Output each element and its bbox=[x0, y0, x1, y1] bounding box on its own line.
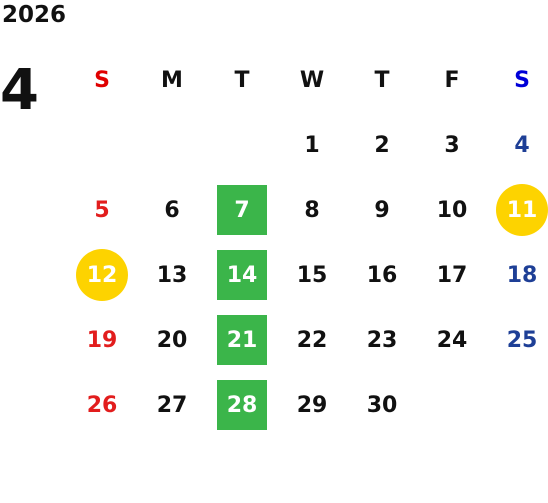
day-number: 15 bbox=[296, 263, 328, 288]
day-cell[interactable]: 24 bbox=[417, 308, 487, 373]
weekday-header-label: S bbox=[94, 68, 110, 93]
day-number: 17 bbox=[436, 263, 468, 288]
day-number: 23 bbox=[366, 328, 398, 353]
day-cell[interactable]: 21 bbox=[207, 308, 277, 373]
day-cell[interactable]: 8 bbox=[277, 178, 347, 243]
day-number: 18 bbox=[506, 263, 538, 288]
day-number: 9 bbox=[374, 198, 390, 223]
day-cell[interactable]: 26 bbox=[67, 373, 137, 438]
weekday-header: M bbox=[137, 48, 207, 113]
day-number: 10 bbox=[436, 198, 468, 223]
weekday-header-label: W bbox=[299, 68, 325, 93]
green-day-marker bbox=[217, 315, 267, 365]
green-day-marker bbox=[217, 185, 267, 235]
day-number: 14 bbox=[226, 263, 258, 288]
day-number: 2 bbox=[374, 133, 390, 158]
day-cell[interactable]: 4 bbox=[487, 113, 548, 178]
day-cell[interactable]: 15 bbox=[277, 243, 347, 308]
day-cell[interactable]: 20 bbox=[137, 308, 207, 373]
day-cell[interactable]: 2 bbox=[347, 113, 417, 178]
yellow-day-marker bbox=[76, 249, 128, 301]
day-number: 30 bbox=[366, 393, 398, 418]
day-number: 16 bbox=[366, 263, 398, 288]
day-cell[interactable]: 16 bbox=[347, 243, 417, 308]
day-number: 11 bbox=[506, 198, 538, 223]
day-number: 6 bbox=[164, 198, 180, 223]
yellow-day-marker bbox=[496, 184, 548, 236]
day-cell[interactable]: 5 bbox=[67, 178, 137, 243]
weekday-header: F bbox=[417, 48, 487, 113]
day-number: 20 bbox=[156, 328, 188, 353]
day-cell[interactable]: 28 bbox=[207, 373, 277, 438]
day-cell[interactable]: 25 bbox=[487, 308, 548, 373]
day-cell[interactable]: 6 bbox=[137, 178, 207, 243]
day-cell[interactable]: 18 bbox=[487, 243, 548, 308]
green-day-marker bbox=[217, 250, 267, 300]
day-number: 29 bbox=[296, 393, 328, 418]
day-cell[interactable]: 3 bbox=[417, 113, 487, 178]
day-number: 8 bbox=[304, 198, 320, 223]
day-number: 7 bbox=[234, 198, 250, 223]
day-number: 1 bbox=[304, 133, 320, 158]
weekday-header: T bbox=[207, 48, 277, 113]
day-number: 3 bbox=[444, 133, 460, 158]
weekday-header: T bbox=[347, 48, 417, 113]
month-label: 4 bbox=[0, 58, 39, 123]
day-cell[interactable]: 11 bbox=[487, 178, 548, 243]
day-cell[interactable]: 30 bbox=[347, 373, 417, 438]
day-cell[interactable]: 9 bbox=[347, 178, 417, 243]
weekday-header: W bbox=[277, 48, 347, 113]
weekday-header: S bbox=[67, 48, 137, 113]
weekday-header-label: F bbox=[444, 68, 460, 93]
day-number: 21 bbox=[226, 328, 258, 353]
day-number: 25 bbox=[506, 328, 538, 353]
year-label: 2026 bbox=[2, 2, 67, 28]
day-number: 27 bbox=[156, 393, 188, 418]
day-cell[interactable]: 29 bbox=[277, 373, 347, 438]
day-cell[interactable]: 12 bbox=[67, 243, 137, 308]
day-cell[interactable]: 10 bbox=[417, 178, 487, 243]
day-number: 22 bbox=[296, 328, 328, 353]
weekday-header-label: M bbox=[161, 68, 183, 93]
day-number: 5 bbox=[94, 198, 110, 223]
day-number: 4 bbox=[514, 133, 530, 158]
weekday-header: S bbox=[487, 48, 548, 113]
day-number: 24 bbox=[436, 328, 468, 353]
day-cell[interactable]: 22 bbox=[277, 308, 347, 373]
day-number: 13 bbox=[156, 263, 188, 288]
day-cell[interactable]: 19 bbox=[67, 308, 137, 373]
day-cell[interactable]: 27 bbox=[137, 373, 207, 438]
green-day-marker bbox=[217, 380, 267, 430]
day-cell[interactable]: 7 bbox=[207, 178, 277, 243]
weekday-header-label: T bbox=[234, 68, 250, 93]
day-number: 19 bbox=[86, 328, 118, 353]
day-cell[interactable]: 1 bbox=[277, 113, 347, 178]
day-number: 26 bbox=[86, 393, 118, 418]
weekday-header-label: T bbox=[374, 68, 390, 93]
day-cell[interactable]: 14 bbox=[207, 243, 277, 308]
day-cell[interactable]: 23 bbox=[347, 308, 417, 373]
day-cell[interactable]: 13 bbox=[137, 243, 207, 308]
day-cell[interactable]: 17 bbox=[417, 243, 487, 308]
weekday-header-label: S bbox=[514, 68, 530, 93]
day-number: 12 bbox=[86, 263, 118, 288]
day-number: 28 bbox=[226, 393, 258, 418]
